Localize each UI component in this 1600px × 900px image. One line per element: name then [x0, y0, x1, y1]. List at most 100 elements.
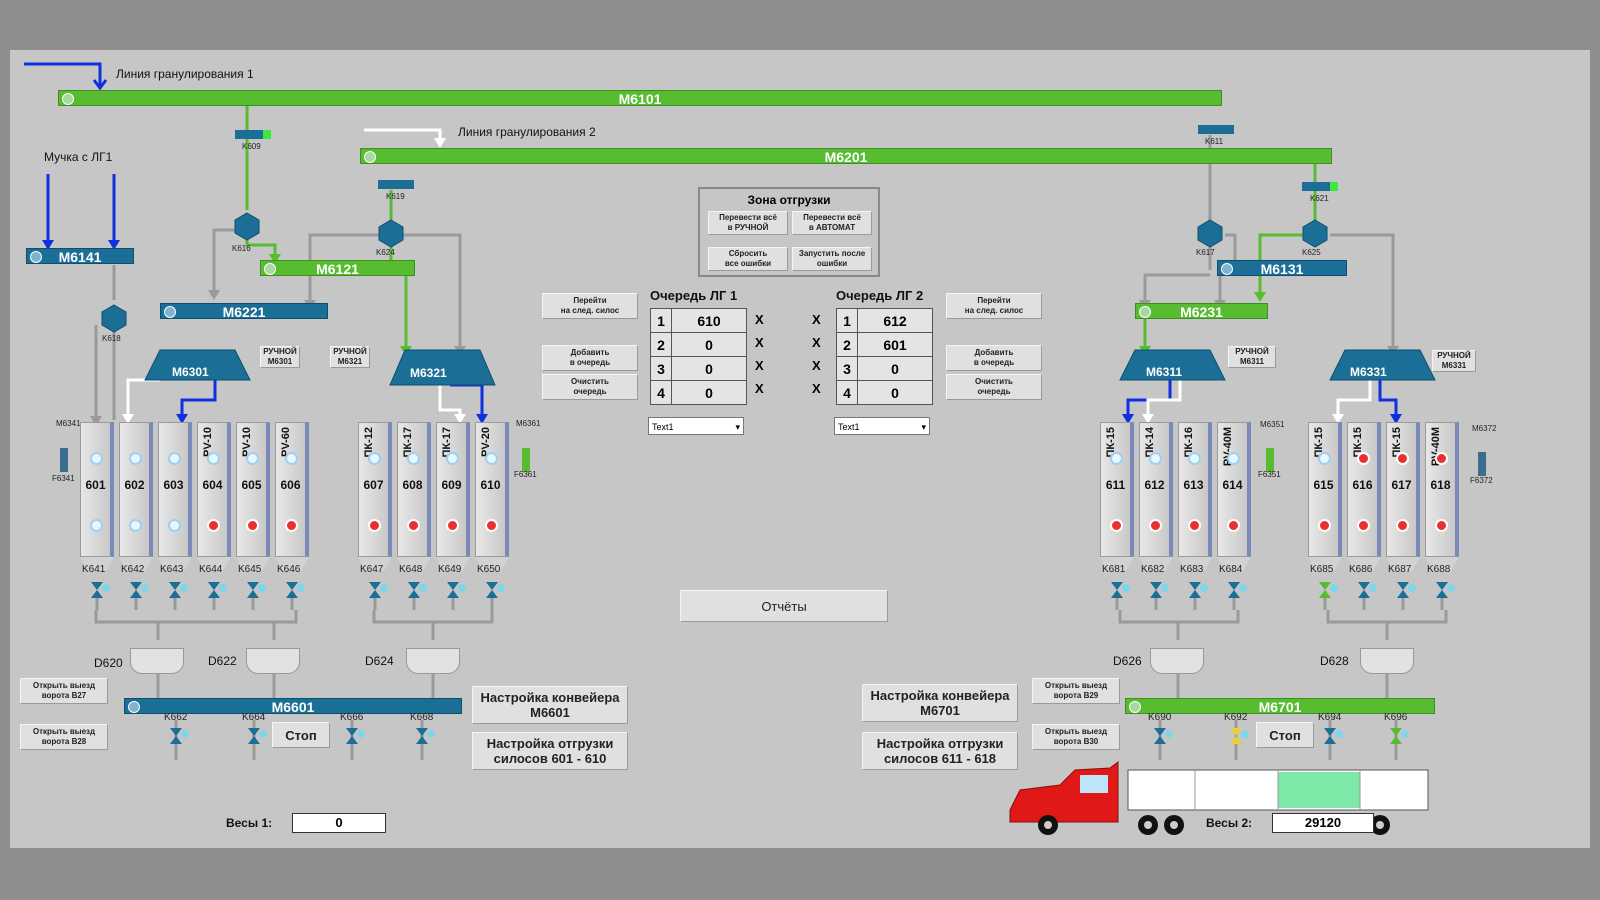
gate-valve-icon[interactable]: [369, 582, 381, 598]
manual-m6311-button[interactable]: РУЧНОЙ M6311: [1228, 346, 1276, 368]
valve-slide-k621[interactable]: [1302, 182, 1338, 191]
valve-slide-k619[interactable]: [378, 180, 414, 189]
silo-602[interactable]: 602: [119, 422, 153, 557]
hopper-d620[interactable]: [130, 648, 184, 674]
open-gate-b29-button[interactable]: Открыть выезд ворота В29: [1032, 678, 1120, 704]
gate-valve-icon[interactable]: [1111, 582, 1123, 598]
conveyor-m6221[interactable]: M6221: [160, 303, 328, 320]
manual-m6301-button[interactable]: РУЧНОЙ M6301: [260, 346, 300, 368]
gate-valve-icon[interactable]: [248, 728, 260, 744]
gate-valve-icon[interactable]: [1358, 582, 1370, 598]
queue2-next-silo-button[interactable]: Перейти на след. силос: [946, 293, 1042, 319]
start-after-error-button[interactable]: Запустить после ошибки: [792, 247, 872, 271]
queue1-select[interactable]: Text1▾: [648, 417, 744, 435]
reports-button[interactable]: Отчёты: [680, 590, 888, 622]
gate-valve-icon[interactable]: [416, 728, 428, 744]
conveyor-m6141[interactable]: M6141: [26, 248, 134, 265]
silo-601[interactable]: 601: [80, 422, 114, 557]
valve-slide-k611[interactable]: [1198, 125, 1234, 134]
gate-valve-icon[interactable]: [247, 582, 259, 598]
remove-queue-item-button[interactable]: X: [755, 381, 764, 396]
queue2-clear-button[interactable]: Очистить очередь: [946, 374, 1042, 400]
conveyor-m6201[interactable]: M6201: [360, 148, 1332, 165]
all-manual-button[interactable]: Перевести всё в РУЧНОЙ: [708, 211, 788, 235]
silo-603[interactable]: 603: [158, 422, 192, 557]
gate-valve-icon[interactable]: [169, 582, 181, 598]
conveyor-m6601-setup-button[interactable]: Настройка конвейера M6601: [472, 686, 628, 724]
remove-queue-item-button[interactable]: X: [812, 335, 821, 350]
reset-errors-button[interactable]: Сбросить все ошибки: [708, 247, 788, 271]
gate-valve-icon[interactable]: [130, 582, 142, 598]
valve-slide-k609[interactable]: [235, 130, 271, 139]
remove-queue-item-button[interactable]: X: [812, 312, 821, 327]
queue-silo-value[interactable]: 0: [857, 380, 933, 405]
remove-queue-item-button[interactable]: X: [812, 358, 821, 373]
gate-valve-icon[interactable]: [170, 728, 182, 744]
queue2-add-button[interactable]: Добавить в очередь: [946, 345, 1042, 371]
queue-silo-value[interactable]: 0: [857, 356, 933, 381]
gate-valve-icon[interactable]: [91, 582, 103, 598]
gate-valve-icon[interactable]: [486, 582, 498, 598]
hopper-d626[interactable]: [1150, 648, 1204, 674]
queue1-clear-button[interactable]: Очистить очередь: [542, 374, 638, 400]
gate-valve-icon[interactable]: [1324, 728, 1336, 744]
silo-601-610-setup-button[interactable]: Настройка отгрузки силосов 601 - 610: [472, 732, 628, 770]
remove-queue-item-button[interactable]: X: [755, 312, 764, 327]
all-auto-button[interactable]: Перевести всё в АВТОМАТ: [792, 211, 872, 235]
queue2-select[interactable]: Text1▾: [834, 417, 930, 435]
gate-valve-icon[interactable]: [1154, 728, 1166, 744]
gate-valve-icon[interactable]: [408, 582, 420, 598]
conveyor-m6101[interactable]: M6101: [58, 90, 1222, 107]
remove-queue-item-button[interactable]: X: [755, 335, 764, 350]
hopper-d624[interactable]: [406, 648, 460, 674]
gate-valve-icon[interactable]: [1230, 728, 1242, 744]
gate-valve-icon[interactable]: [447, 582, 459, 598]
hopper-d622[interactable]: [246, 648, 300, 674]
stop-button-line1[interactable]: Стоп: [272, 722, 330, 748]
silo-611-618-setup-button[interactable]: Настройка отгрузки силосов 611 - 618: [862, 732, 1018, 770]
hopper-d628[interactable]: [1360, 648, 1414, 674]
queue-silo-value[interactable]: 612: [857, 308, 933, 333]
conveyor-m6121[interactable]: M6121: [260, 260, 415, 277]
gate-valve-icon[interactable]: [1150, 582, 1162, 598]
distributor-m6331[interactable]: M6331: [1350, 365, 1387, 379]
gate-valve-icon[interactable]: [208, 582, 220, 598]
manual-m6331-button[interactable]: РУЧНОЙ M6331: [1432, 350, 1476, 372]
conveyor-m6701-setup-button[interactable]: Настройка конвейера M6701: [862, 684, 1018, 722]
conveyor-m6131[interactable]: M6131: [1217, 260, 1347, 277]
open-gate-b28-button[interactable]: Открыть выезд ворота В28: [20, 724, 108, 750]
conveyor-m6601[interactable]: M6601: [124, 698, 462, 715]
distributor-m6321[interactable]: M6321: [410, 366, 447, 380]
conveyor-m6701[interactable]: M6701: [1125, 698, 1435, 715]
gate-valve-icon[interactable]: [1319, 582, 1331, 598]
queue-silo-value[interactable]: 610: [671, 308, 747, 333]
open-gate-b27-button[interactable]: Открыть выезд ворота В27: [20, 678, 108, 704]
manual-m6321-button[interactable]: РУЧНОЙ M6321: [330, 346, 370, 368]
remove-queue-item-button[interactable]: X: [755, 358, 764, 373]
conveyor-m6231[interactable]: M6231: [1135, 303, 1268, 320]
queue1-add-button[interactable]: Добавить в очередь: [542, 345, 638, 371]
gate-valve-icon[interactable]: [286, 582, 298, 598]
stop-button-line2[interactable]: Стоп: [1256, 722, 1314, 748]
queue-silo-value[interactable]: 0: [671, 356, 747, 381]
queue1-next-silo-button[interactable]: Перейти на след. силос: [542, 293, 638, 319]
queue-silo-value[interactable]: 0: [671, 332, 747, 357]
queue-silo-value[interactable]: 0: [671, 380, 747, 405]
gate-valve-icon[interactable]: [1436, 582, 1448, 598]
gate-valve-icon[interactable]: [1390, 728, 1402, 744]
gate-valve-icon[interactable]: [1397, 582, 1409, 598]
